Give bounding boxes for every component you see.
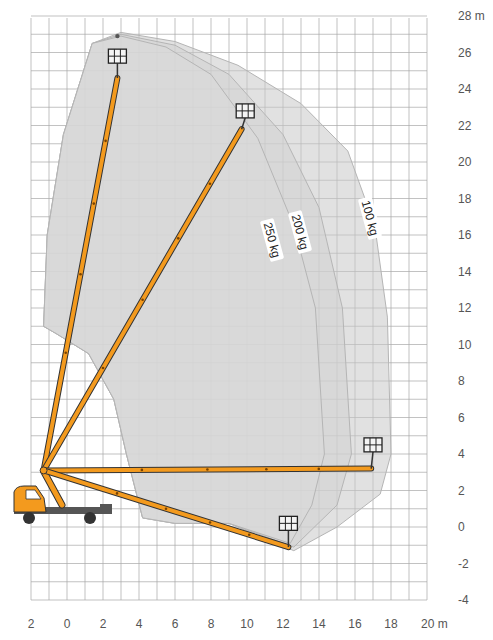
grid-line xyxy=(31,34,427,35)
y-axis-label: -4 xyxy=(458,593,469,607)
truck-cab xyxy=(14,486,46,512)
y-axis-label: 26 xyxy=(458,46,471,60)
wheel xyxy=(84,512,96,524)
grid-line xyxy=(391,18,392,600)
x-axis-label: 2 xyxy=(28,617,35,631)
y-axis-label: 28 m xyxy=(458,9,485,23)
y-axis-label: 8 xyxy=(458,374,465,388)
x-axis-label: 2 xyxy=(100,617,107,631)
x-axis-label: 16 xyxy=(348,617,361,631)
boom xyxy=(44,470,289,547)
boom xyxy=(44,469,372,471)
y-axis-label: -2 xyxy=(458,557,469,571)
basket xyxy=(364,438,382,452)
boom-joint xyxy=(116,492,119,495)
grid-line xyxy=(427,18,428,600)
boom-pivot xyxy=(40,467,47,474)
y-axis-label: 0 xyxy=(458,520,465,534)
basket-stem xyxy=(242,118,246,129)
grid-line xyxy=(31,581,427,582)
y-axis-label: 12 xyxy=(458,301,471,315)
boom-joint xyxy=(141,298,144,301)
x-axis-label: 12 xyxy=(276,617,289,631)
outrigger xyxy=(100,504,112,508)
boom-joint xyxy=(104,140,107,143)
y-axis-label: 4 xyxy=(458,447,465,461)
boom-joint xyxy=(79,273,82,276)
boom-joint xyxy=(317,468,320,471)
x-axis-label: 6 xyxy=(172,617,179,631)
boom xyxy=(44,470,289,547)
basket-rail xyxy=(279,523,297,524)
y-axis-label: 20 xyxy=(458,155,471,169)
boom xyxy=(44,129,242,470)
boom-joint xyxy=(209,521,212,524)
grid-line xyxy=(31,563,427,564)
x-axis-label: 20 m xyxy=(421,617,448,631)
y-axis-label: 22 xyxy=(458,119,471,133)
y-axis-label: 10 xyxy=(458,338,471,352)
basket xyxy=(279,516,297,530)
wheel xyxy=(23,512,35,524)
basket-rail xyxy=(236,110,254,111)
basket-stem xyxy=(117,63,119,78)
basket-rail xyxy=(108,56,126,57)
boom-joint xyxy=(102,367,105,370)
grid-line xyxy=(409,18,410,600)
x-axis-label: 0 xyxy=(64,617,71,631)
basket-stem xyxy=(371,452,373,469)
grid-line xyxy=(31,16,427,17)
boom-joint xyxy=(248,534,251,537)
basket-stem xyxy=(288,530,290,547)
boom-joint xyxy=(206,468,209,471)
basket xyxy=(108,49,126,63)
boom-joint xyxy=(209,182,212,185)
x-axis-label: 4 xyxy=(136,617,143,631)
basket xyxy=(236,104,254,118)
boom-joint xyxy=(177,237,180,240)
y-axis-label: 16 xyxy=(458,228,471,242)
boom xyxy=(44,129,242,470)
boom-joint xyxy=(265,468,268,471)
y-axis-label: 14 xyxy=(458,265,471,279)
grid-line xyxy=(31,545,427,546)
y-axis-label: 24 xyxy=(458,82,471,96)
truck-window xyxy=(26,490,41,499)
y-axis-label: 18 xyxy=(458,192,471,206)
grid-line xyxy=(31,600,427,601)
boom-joint xyxy=(92,202,95,205)
y-axis-label: 6 xyxy=(458,411,465,425)
x-axis-label: 8 xyxy=(208,617,215,631)
basket-rail xyxy=(364,444,382,445)
x-axis-label: 10 xyxy=(240,617,253,631)
x-axis-label: 18 xyxy=(384,617,397,631)
boom-joint xyxy=(64,351,67,354)
boom xyxy=(44,469,372,471)
y-axis-label: 2 xyxy=(458,484,465,498)
x-axis-label: 14 xyxy=(312,617,325,631)
operator-head xyxy=(115,34,119,38)
boom-joint xyxy=(165,507,168,510)
work-envelope xyxy=(44,32,391,550)
boom-joint xyxy=(141,469,144,472)
